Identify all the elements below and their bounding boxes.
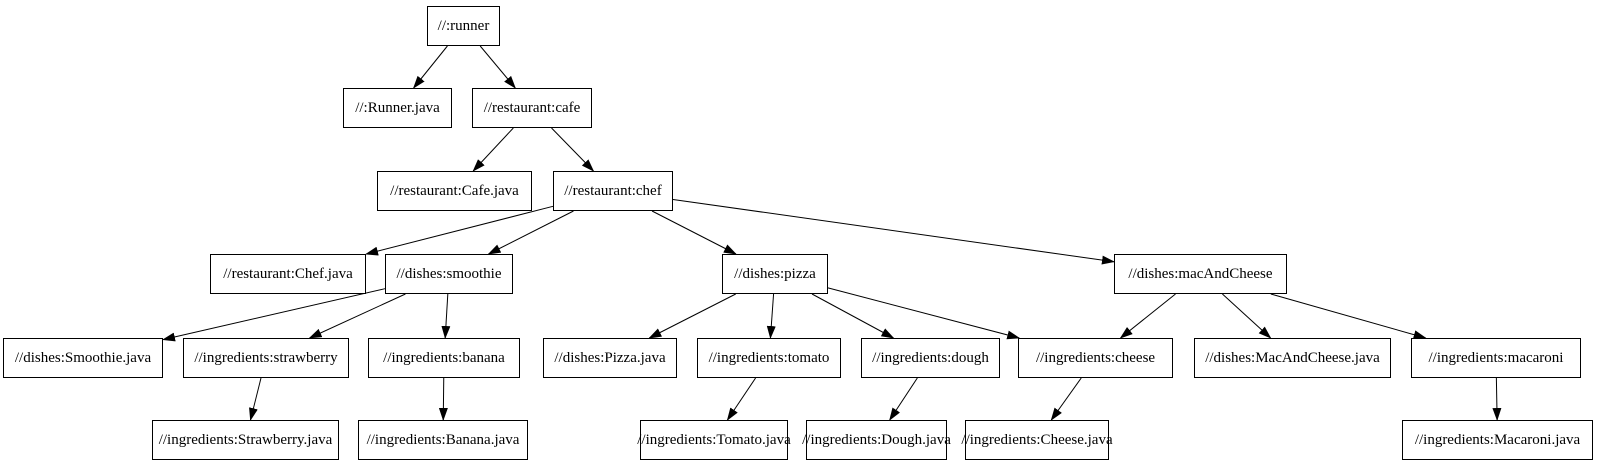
graph-node-label: //ingredients:Tomato.java	[637, 431, 791, 448]
graph-edge-pizza-to-dough	[811, 293, 895, 339]
graph-node-label: //ingredients:Cheese.java	[961, 431, 1113, 448]
graph-edge-smoothie-to-banana	[441, 293, 451, 339]
graph-node-banana: //ingredients:banana	[368, 338, 520, 378]
graph-node-macandcheese-java: //dishes:MacAndCheese.java	[1194, 338, 1391, 378]
graph-node-smoothie: //dishes:smoothie	[385, 254, 513, 294]
graph-node-runner-java: //:Runner.java	[343, 88, 452, 128]
graph-node-smoothie-java: //dishes:Smoothie.java	[3, 338, 163, 378]
graph-edge-macandcheese-to-macaroni	[1270, 293, 1427, 340]
graph-edge-pizza-to-pizza-java	[648, 293, 736, 339]
graph-node-label: //dishes:pizza	[734, 265, 816, 282]
graph-edge-chef-to-chef-java	[365, 205, 554, 256]
graph-edge-cafe-to-cafe-java	[472, 127, 514, 172]
graph-node-label: //ingredients:Banana.java	[366, 431, 520, 448]
graph-node-label: //ingredients:cheese	[1035, 349, 1156, 366]
graph-node-strawberry-java: //ingredients:Strawberry.java	[152, 420, 339, 460]
graph-node-label: //restaurant:Cafe.java	[390, 182, 519, 199]
graph-edge-cheese-to-cheese-java	[1050, 377, 1082, 421]
graph-node-cafe: //restaurant:cafe	[472, 88, 592, 128]
graph-node-dough: //ingredients:dough	[861, 338, 1000, 378]
graph-edge-macaroni-to-macaroni-java	[1492, 377, 1502, 421]
graph-node-label: //ingredients:Strawberry.java	[158, 431, 333, 448]
graph-node-label: //dishes:macAndCheese	[1128, 265, 1273, 282]
graph-edge-runner-to-runner-java	[412, 45, 448, 89]
graph-node-chef-java: //restaurant:Chef.java	[210, 254, 366, 294]
graph-node-cafe-java: //restaurant:Cafe.java	[377, 171, 532, 211]
graph-node-label: //dishes:Smoothie.java	[14, 349, 152, 366]
graph-edge-chef-to-macandcheese	[672, 198, 1115, 265]
graph-node-macandcheese: //dishes:macAndCheese	[1114, 254, 1287, 294]
graph-node-label: //dishes:Pizza.java	[554, 349, 666, 366]
graph-edge-strawberry-to-strawberry-java	[249, 377, 262, 421]
graph-node-chef: //restaurant:chef	[553, 171, 673, 211]
graph-edge-banana-to-banana-java	[438, 377, 448, 421]
graph-edge-macandcheese-to-cheese	[1119, 293, 1176, 339]
graph-node-label: //restaurant:chef	[564, 182, 662, 199]
graph-node-tomato-java: //ingredients:Tomato.java	[637, 420, 791, 460]
graph-node-strawberry: //ingredients:strawberry	[183, 338, 349, 378]
graph-edge-chef-to-pizza	[651, 210, 737, 255]
graph-edge-pizza-to-cheese	[827, 287, 1021, 340]
graph-node-label: //dishes:smoothie	[396, 265, 502, 282]
graph-node-label: //restaurant:cafe	[483, 99, 581, 116]
graph-edge-dough-to-dough-java	[889, 377, 918, 421]
graph-edge-macandcheese-to-macandcheese-java	[1222, 293, 1272, 339]
graph-node-tomato: //ingredients:tomato	[697, 338, 841, 378]
graph-edge-tomato-to-tomato-java	[726, 377, 757, 421]
graph-node-label: //restaurant:Chef.java	[223, 265, 353, 282]
graph-node-label: //:runner	[437, 17, 490, 34]
graph-edge-cafe-to-chef	[551, 127, 595, 172]
graph-node-label: //ingredients:Macaroni.java	[1414, 431, 1581, 448]
graph-node-banana-java: //ingredients:Banana.java	[358, 420, 528, 460]
graph-node-label: //ingredients:macaroni	[1428, 349, 1564, 366]
graph-node-pizza: //dishes:pizza	[722, 254, 828, 294]
graph-node-label: //:Runner.java	[355, 99, 440, 116]
graph-node-runner: //:runner	[427, 6, 500, 46]
graph-node-cheese-java: //ingredients:Cheese.java	[961, 420, 1113, 460]
graph-node-label: //ingredients:tomato	[708, 349, 830, 366]
graph-edge-chef-to-smoothie	[487, 210, 574, 255]
graph-node-label: //dishes:MacAndCheese.java	[1205, 349, 1380, 366]
graph-node-label: //ingredients:strawberry	[194, 349, 338, 366]
graph-node-macaroni-java: //ingredients:Macaroni.java	[1402, 420, 1593, 460]
graph-node-label: //ingredients:dough	[872, 349, 989, 366]
graph-node-label: //ingredients:banana	[383, 349, 505, 366]
graph-edge-smoothie-to-smoothie-java	[162, 288, 386, 342]
graph-node-pizza-java: //dishes:Pizza.java	[543, 338, 677, 378]
graph-node-macaroni: //ingredients:macaroni	[1411, 338, 1581, 378]
graph-edge-pizza-to-tomato	[766, 293, 776, 339]
graph-node-label: //ingredients:Dough.java	[802, 431, 951, 448]
graph-edge-smoothie-to-strawberry	[308, 293, 406, 339]
graph-node-dough-java: //ingredients:Dough.java	[802, 420, 951, 460]
graph-node-cheese: //ingredients:cheese	[1018, 338, 1173, 378]
graph-edge-runner-to-cafe	[479, 45, 516, 89]
